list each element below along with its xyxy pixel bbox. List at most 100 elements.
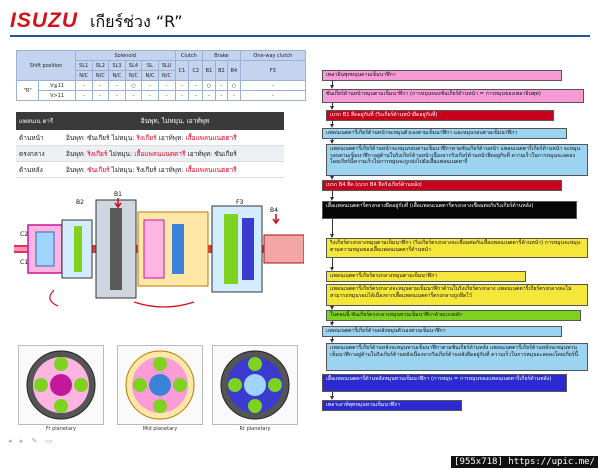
desc-fixed-value: ริงเกียร์	[136, 133, 157, 142]
table-row: ด้านหน้า อินพุท: ซันเกียร์ ไม่หมุน: ริงเ…	[16, 130, 284, 146]
flow-arrow-icon	[330, 85, 334, 89]
col-sub: N/C	[124, 70, 143, 81]
col-sub: N/C	[74, 70, 93, 81]
watermark: [955x718] https://upic.me/	[451, 456, 598, 468]
desc-output-value: เสื้อแพลนแนตตารี	[185, 133, 237, 142]
label-f3: F3	[236, 199, 243, 206]
flow-step: แพลนเนตตารี่เกียร์ตรงกลางจะหมุนตามเข็มนา…	[326, 284, 588, 306]
flow-arrow-icon	[330, 322, 334, 326]
table-cell: -	[174, 80, 190, 91]
col-slu: SLU	[157, 60, 176, 71]
rear-planetary-caption: Rr planetary	[239, 426, 271, 432]
group-solenoid: Solenoid	[74, 50, 176, 61]
desc-pos: ตรงกลาง	[19, 149, 45, 158]
flow-step: แพลนเนตตารี่เกียร์ด้านหน้าจะหมุนตัวเองตา…	[322, 128, 567, 139]
flow-step: เบรก B1 ยึดอยู่กับที่ (ริงเกียร์ด้านหน้า…	[326, 110, 554, 121]
desc-input: อินพุท:	[66, 149, 88, 158]
col-c1: C1	[174, 60, 190, 81]
shift-position-table: Shift position Solenoid Clutch Brake One…	[15, 50, 307, 101]
row-sub: V>11	[38, 90, 76, 101]
flow-arrow-icon	[330, 106, 334, 110]
flow-arrow-icon	[330, 234, 334, 238]
flow-arrow-icon	[330, 396, 334, 400]
rotation-arrow-icon	[49, 289, 59, 307]
table-row: ตรงกลาง อินพุท: ริงเกียร์ ไม่หมุน: เสื้อ…	[16, 146, 284, 162]
flow-arrow-icon	[330, 306, 334, 310]
flow-arrow-icon	[330, 124, 334, 128]
table-cell: -	[188, 90, 204, 101]
table-cell: ○	[202, 80, 216, 91]
group-brake: Brake	[202, 50, 241, 61]
col-sl2: SL2	[91, 60, 110, 71]
table-cell: -	[91, 80, 110, 91]
table-cell: -	[74, 80, 93, 91]
desc-output: เอาท์พุท:	[156, 165, 186, 174]
flow-step: เพลาอินพุทหมุนตามเข็มนาฬิกา	[322, 70, 562, 81]
col-sub: N/C	[141, 70, 159, 81]
table-cell: -	[174, 90, 190, 101]
mid-planetary-gear-icon	[125, 350, 195, 420]
flow-connector	[332, 121, 333, 124]
table-cell: -	[108, 80, 126, 91]
flow-step: เพลาเอาท์พุทหมุนทวนเข็มนาฬิกา	[322, 400, 462, 411]
front-planetary-gear-icon	[26, 350, 96, 420]
table-cell: -	[214, 90, 229, 101]
desc-text: อินพุท: ซันเกียร์ ไม่หมุน: ริงเกียร์ เอา…	[66, 165, 284, 175]
flow-arrow-icon	[330, 140, 334, 144]
desc-pos: ด้านหลัง	[19, 165, 43, 174]
flow-step: แพลนเนตตารี่เกียร์ด้านหลังหมุนตัวเองทวนเ…	[322, 326, 562, 337]
header-divider	[10, 35, 590, 37]
flow-connector	[332, 191, 333, 197]
rear-carrier	[242, 218, 254, 280]
clutch-pack-c2	[35, 231, 55, 267]
shift-position-header: Shift position	[16, 50, 76, 81]
flow-step: แพลนเนตตารี่เกียร์ด้านหน้าจะหมุนรอบตามเข…	[326, 144, 588, 176]
col-sl1: SL1	[74, 60, 93, 71]
flow-step: แพลนเนตตารี่เกียร์ด้านหลังจะหมุนทวนเข็มน…	[326, 343, 588, 371]
page-title: เกียร์ช่วง “R”	[90, 12, 183, 31]
table-cell: -	[239, 80, 307, 91]
group-clutch: Clutch	[174, 50, 204, 61]
col-sub: N/C	[91, 70, 110, 81]
output-shaft-housing	[263, 234, 304, 264]
flow-arrow-icon	[330, 176, 334, 180]
flow-arrow-icon	[330, 267, 334, 271]
desc-header-col1: แพลนเน ตารี	[19, 117, 54, 125]
label-c2: C2	[20, 231, 28, 238]
isuzu-logo: ISUZU	[10, 9, 78, 32]
table-cell: -	[124, 90, 143, 101]
table-cell: -	[227, 90, 241, 101]
desc-fixed: ไม่หมุน:	[111, 133, 137, 142]
front-ring-gear	[110, 208, 122, 290]
flow-connector	[332, 258, 333, 267]
table-cell: ○	[124, 80, 143, 91]
table-cell: ○	[227, 80, 241, 91]
desc-text: อินพุท: ซันเกียร์ ไม่หมุน: ริงเกียร์ เอา…	[66, 133, 284, 143]
desc-header-col2: อินพุท, ไม่หมุน, เอาท์พุท	[140, 117, 210, 125]
table-cell: -	[157, 90, 176, 101]
flow-connector	[332, 103, 333, 106]
mid-sun-gear	[172, 224, 184, 274]
flow-step: ริงเกียร์ตรงกลางหมุนตามเข็มนาฬิกา (ริงเก…	[326, 238, 588, 258]
flow-connector	[332, 321, 333, 322]
table-cell: -	[74, 90, 93, 101]
desc-text: อินพุท: ริงเกียร์ ไม่หมุน: เสื้อแพลนแนตต…	[66, 149, 284, 159]
flow-connector	[332, 139, 333, 140]
desc-input-value: ซันเกียร์	[87, 165, 110, 174]
table-row: ด้านหลัง อินพุท: ซันเกียร์ ไม่หมุน: ริงเ…	[16, 162, 284, 178]
desc-input-value: ริงเกียร์	[87, 149, 108, 158]
col-f3: F3	[239, 60, 307, 81]
desc-header: แพลนเน ตารี อินพุท, ไม่หมุน, เอาท์พุท	[16, 112, 284, 130]
mid-planetary-caption: Mid planetary	[142, 426, 178, 432]
col-c2: C2	[188, 60, 204, 81]
table-cell: -	[214, 80, 229, 91]
table-row: V>11 - - - - - - - - - - - -	[17, 90, 307, 101]
clutch-plates	[74, 226, 82, 272]
desc-fixed: ไม่หมุน: ริงเกียร์	[109, 165, 157, 174]
flow-step: ซันเกียร์ด้านหน้าหมุนตามเข็มนาฬิกา (การห…	[322, 89, 584, 103]
rear-planetary-gear	[224, 214, 238, 284]
row-sub: V≦11	[38, 80, 76, 91]
front-planetary-view	[18, 345, 104, 425]
flow-connector	[332, 219, 333, 234]
flow-step: เบรก B4 ยึด (เบรก B4 ยึดริงเกียร์ด้านหลั…	[322, 180, 562, 191]
